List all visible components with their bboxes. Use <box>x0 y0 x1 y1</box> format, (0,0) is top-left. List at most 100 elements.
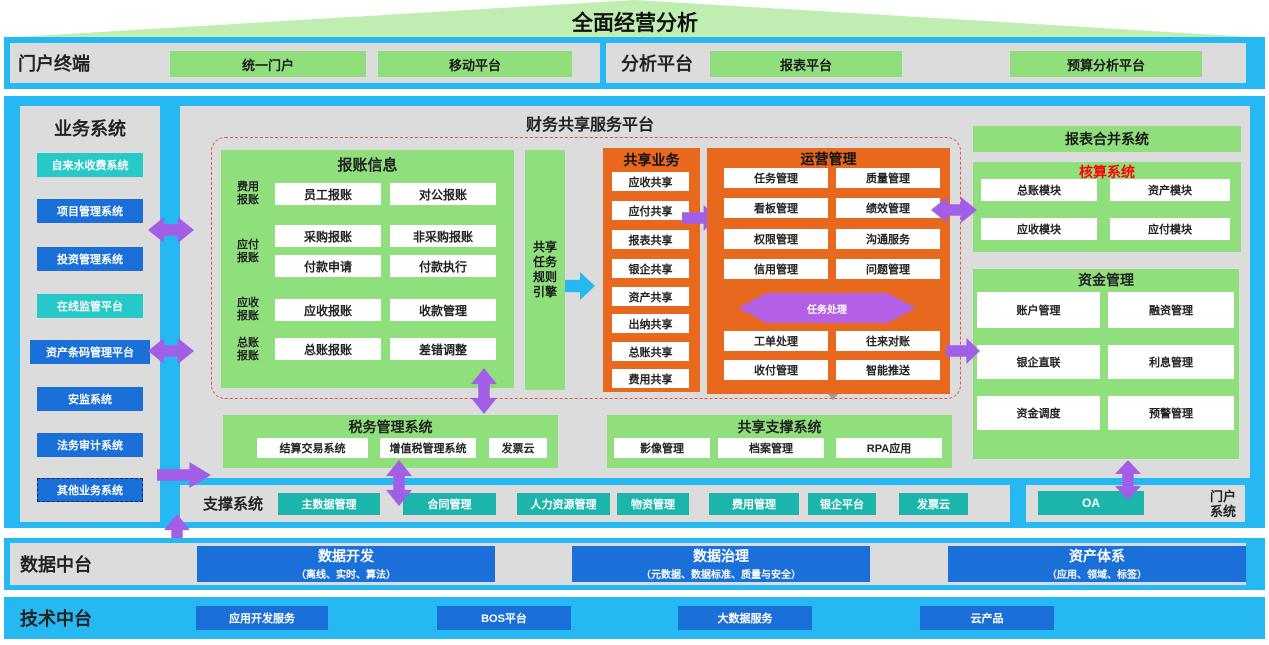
support-expense[interactable]: 费用管理 <box>709 493 799 515</box>
employee-reimb[interactable]: 员工报账 <box>275 183 381 205</box>
support-materials[interactable]: 物资管理 <box>617 493 689 515</box>
support-hr[interactable]: 人力资源管理 <box>517 493 610 515</box>
ledger-module[interactable]: 总账模块 <box>981 179 1097 201</box>
label-expense-reimb: 费用 报账 <box>237 181 259 206</box>
task-processing-center[interactable]: 任务处理 <box>738 293 916 323</box>
portal-system-label: 门户 系统 <box>1209 489 1236 519</box>
data-development-sub: （离线、实时、算法） <box>296 569 396 581</box>
ops-work-order[interactable]: 工单处理 <box>724 331 828 351</box>
shared-asset[interactable]: 资产共享 <box>612 287 689 306</box>
shared-bank[interactable]: 银企共享 <box>612 259 689 278</box>
report-platform[interactable]: 报表平台 <box>710 51 902 77</box>
ops-quality-mgmt[interactable]: 质量管理 <box>836 168 940 188</box>
payable-module[interactable]: 应付模块 <box>1110 218 1230 240</box>
ledger-reimb[interactable]: 总账报账 <box>275 338 381 360</box>
shared-receivable[interactable]: 应收共享 <box>612 172 689 191</box>
data-governance[interactable]: 数据治理 （元数据、数据标准、质量与安全） <box>572 546 870 582</box>
biz-online-supervision[interactable]: 在线监管平台 <box>37 294 143 318</box>
ops-issue-mgmt[interactable]: 问题管理 <box>836 259 940 279</box>
ops-task-mgmt[interactable]: 任务管理 <box>724 168 828 188</box>
rule-engine[interactable]: 共享 任务 规则 引擎 <box>525 150 565 390</box>
account-mgmt[interactable]: 账户管理 <box>977 292 1100 328</box>
shared-payable[interactable]: 应付共享 <box>612 201 689 220</box>
payment-execution[interactable]: 付款执行 <box>390 255 496 277</box>
support-contract[interactable]: 合同管理 <box>403 493 496 515</box>
interest-mgmt[interactable]: 利息管理 <box>1108 345 1234 379</box>
biz-safety[interactable]: 安监系统 <box>37 387 143 411</box>
error-adjustment[interactable]: 差错调整 <box>390 338 496 360</box>
portal-terminal-label: 门户终端 <box>18 54 90 74</box>
collection-mgmt[interactable]: 收款管理 <box>390 299 496 321</box>
funds-title: 资金管理 <box>1078 272 1134 288</box>
unified-portal[interactable]: 统一门户 <box>170 51 366 77</box>
image-mgmt[interactable]: 影像管理 <box>614 438 710 458</box>
ops-down-caret <box>828 394 838 400</box>
shared-report[interactable]: 报表共享 <box>612 230 689 249</box>
vat-mgmt[interactable]: 增值税管理系统 <box>380 438 476 458</box>
app-dev-service[interactable]: 应用开发服务 <box>196 606 328 630</box>
reimbursement-title: 报账信息 <box>337 156 398 174</box>
biz-investment-mgmt[interactable]: 投资管理系统 <box>37 247 143 271</box>
asset-system-title: 资产体系 <box>1069 548 1125 564</box>
fund-dispatch[interactable]: 资金调度 <box>977 396 1100 430</box>
tech-platform-label: 技术中台 <box>20 609 92 629</box>
page-title: 全面经营分析 <box>572 12 698 35</box>
purchase-reimb[interactable]: 采购报账 <box>275 225 381 247</box>
ops-dashboard-mgmt[interactable]: 看板管理 <box>724 198 828 218</box>
asset-module[interactable]: 资产模块 <box>1110 179 1230 201</box>
label-payable-reimb: 应付 报账 <box>237 239 259 264</box>
ops-credit-mgmt[interactable]: 信用管理 <box>724 259 828 279</box>
mobile-platform[interactable]: 移动平台 <box>378 51 572 77</box>
biz-water-billing[interactable]: 自来水收费系统 <box>37 153 143 177</box>
shared-expense[interactable]: 费用共享 <box>612 369 689 388</box>
tax-title: 税务管理系统 <box>348 419 433 435</box>
biz-legal-audit[interactable]: 法务审计系统 <box>37 433 143 457</box>
label-ledger-reimb: 总账 报账 <box>237 337 259 362</box>
ops-reconciliation[interactable]: 往来对账 <box>836 331 940 351</box>
support-systems-label: 支撑系统 <box>202 495 263 513</box>
accounting-title: 核算系统 <box>1079 164 1135 180</box>
asset-system-sub: （应用、领域、标签） <box>1047 569 1147 581</box>
non-purchase-reimb[interactable]: 非采购报账 <box>390 225 496 247</box>
ops-smart-push[interactable]: 智能推送 <box>836 360 940 380</box>
data-development[interactable]: 数据开发 （离线、实时、算法） <box>197 546 495 582</box>
ops-permission-mgmt[interactable]: 权限管理 <box>724 229 828 249</box>
receivable-reimb[interactable]: 应收报账 <box>275 299 381 321</box>
corporate-reimb[interactable]: 对公报账 <box>390 183 496 205</box>
ops-payment-mgmt[interactable]: 收付管理 <box>724 360 828 380</box>
financing-mgmt[interactable]: 融资管理 <box>1108 292 1234 328</box>
operations-title: 运营管理 <box>800 151 857 167</box>
settlement-trade[interactable]: 结算交易系统 <box>257 438 368 458</box>
payment-request[interactable]: 付款申请 <box>275 255 381 277</box>
shared-cashier[interactable]: 出纳共享 <box>612 314 689 333</box>
ops-performance-mgmt[interactable]: 绩效管理 <box>836 198 940 218</box>
cloud-products[interactable]: 云产品 <box>920 606 1054 630</box>
support-bank-platform[interactable]: 银企平台 <box>808 493 876 515</box>
fssc-dashed-boundary <box>211 137 961 399</box>
report-consolidation[interactable]: 报表合并系统 <box>973 126 1241 152</box>
support-master-data[interactable]: 主数据管理 <box>278 493 380 515</box>
bos-platform[interactable]: BOS平台 <box>437 606 571 630</box>
biz-project-mgmt[interactable]: 项目管理系统 <box>37 199 143 223</box>
support-invoice-cloud[interactable]: 发票云 <box>899 493 968 515</box>
fssc-title: 财务共享服务平台 <box>525 117 654 134</box>
invoice-cloud-tax[interactable]: 发票云 <box>489 438 547 458</box>
asset-system[interactable]: 资产体系 （应用、领域、标签） <box>948 546 1246 582</box>
warning-mgmt[interactable]: 预警管理 <box>1108 396 1234 430</box>
shared-support-title: 共享支撑系统 <box>737 419 822 435</box>
bank-direct-connect[interactable]: 银企直联 <box>977 345 1100 379</box>
archive-mgmt[interactable]: 档案管理 <box>718 438 824 458</box>
biz-other[interactable]: 其他业务系统 <box>37 478 143 502</box>
ops-communication[interactable]: 沟通服务 <box>836 229 940 249</box>
shared-ledger[interactable]: 总账共享 <box>612 342 689 361</box>
data-governance-sub: （元数据、数据标准、质量与安全） <box>641 569 801 581</box>
tech-platform-frame <box>4 597 1265 639</box>
budget-analysis-platform[interactable]: 预算分析平台 <box>1010 51 1202 77</box>
label-receivable-reimb: 应收 报账 <box>237 297 259 322</box>
big-data-service[interactable]: 大数据服务 <box>678 606 812 630</box>
biz-asset-barcode[interactable]: 资产条码管理平台 <box>30 340 150 364</box>
data-governance-title: 数据治理 <box>693 548 749 564</box>
analysis-platform-label: 分析平台 <box>621 54 693 74</box>
receivable-module[interactable]: 应收模块 <box>981 218 1097 240</box>
rpa-application[interactable]: RPA应用 <box>836 438 942 458</box>
